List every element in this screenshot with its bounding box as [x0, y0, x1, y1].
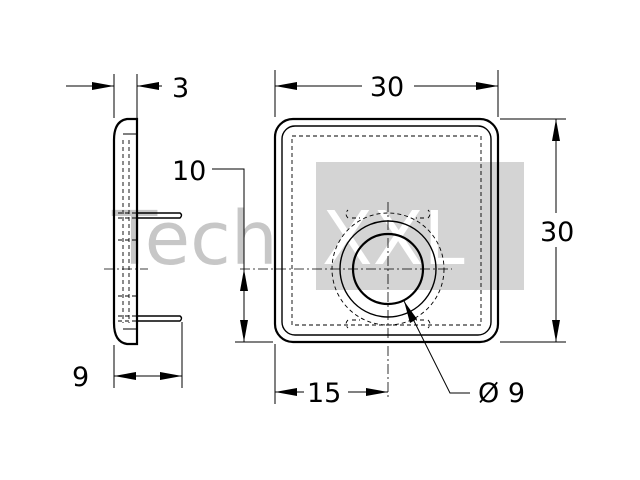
dimension-hole-offset-y-label: 10 — [172, 156, 206, 187]
dimension-height: 30 — [536, 119, 580, 342]
watermark-text-xxl: XXL — [322, 196, 465, 282]
dimension-side-thickness-label: 3 — [172, 73, 189, 104]
dimension-side-depth: 9 — [72, 362, 182, 393]
watermark-text-tech: Tech — [111, 196, 278, 282]
side-view-cap-outline — [112, 117, 139, 346]
dimension-height-label: 30 — [540, 217, 574, 248]
dimension-hole-offset-y: 10 — [172, 156, 248, 342]
front-view-inner-outline — [281, 125, 492, 336]
dimension-hole-diameter-label: Ø 9 — [478, 378, 525, 409]
dimension-side-depth-label: 9 — [72, 362, 89, 393]
front-view-hidden-edge — [291, 135, 482, 326]
dimension-hole-offset-x-label: 15 — [307, 378, 341, 409]
side-view-upper-pin — [137, 212, 183, 219]
side-view — [104, 74, 183, 388]
dimension-hole-diameter: Ø 9 — [403, 300, 525, 409]
dimension-side-thickness: 3 — [66, 73, 189, 104]
front-view — [235, 70, 566, 404]
dimension-width: 30 — [275, 68, 498, 103]
dimension-width-label: 30 — [370, 72, 404, 103]
side-view-lower-pin — [137, 315, 183, 322]
front-view-outline — [273, 117, 500, 344]
dimension-hole-offset-x: 15 — [275, 374, 388, 409]
